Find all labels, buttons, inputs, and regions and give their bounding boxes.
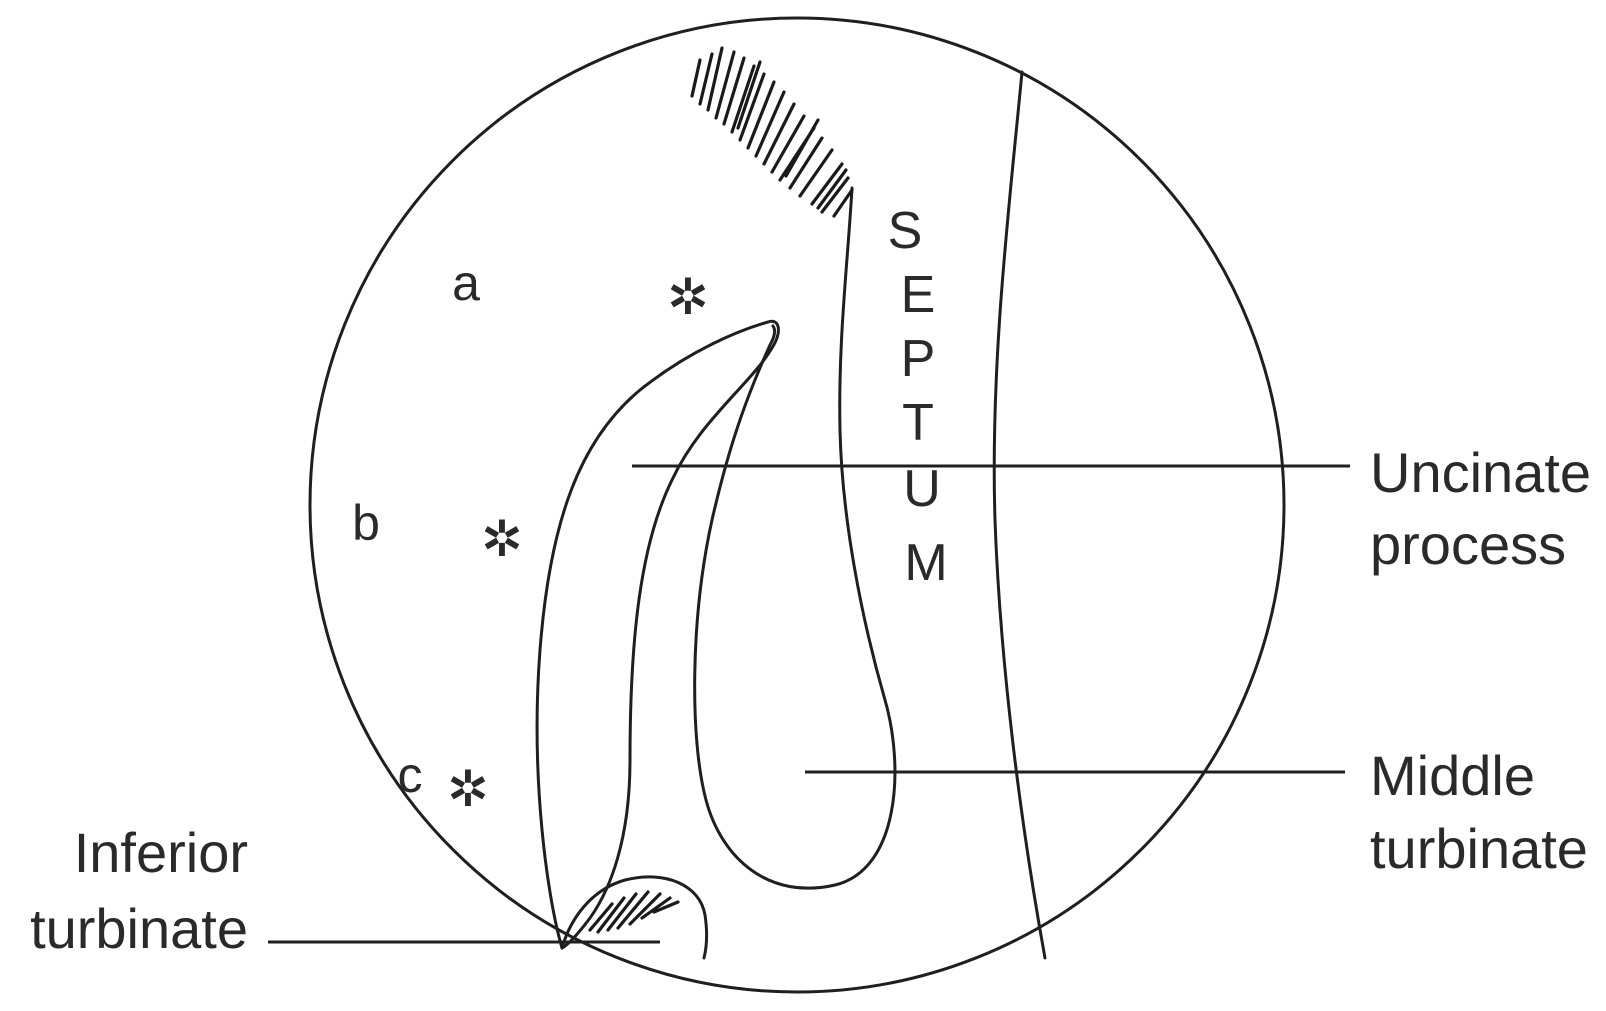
septum-label: S E P T U M [888,202,948,592]
septum-letter-1: S [888,202,923,260]
septum-top-hatching [692,48,852,216]
uncinate-label-line2: process [1370,513,1566,576]
septum-edge-line [994,72,1045,958]
middle-turbinate-outline [695,188,895,888]
middle-turbinate-label-line2: turbinate [1370,817,1588,880]
endoscope-field-circle [310,18,1284,992]
asterisk-marker-c: ✲ [447,761,489,817]
inferior-turbinate-label-line1: Inferior [74,821,248,884]
septum-letter-4: T [902,394,934,452]
uncinate-label-line1: Uncinate [1370,441,1591,504]
region-a-label: a [452,255,480,311]
middle-turbinate-label-line1: Middle [1370,744,1535,807]
inferior-turbinate-label-line2: turbinate [30,897,248,960]
septum-letter-5: U [903,460,941,518]
asterisk-marker-a: ✲ [667,269,709,325]
region-c-label: c [398,747,423,803]
asterisk-marker-b: ✲ [481,511,523,567]
region-b-label: b [352,495,380,551]
septum-letter-2: E [901,266,936,324]
septum-letter-6: M [904,534,947,592]
septum-letter-3: P [901,330,936,388]
inferior-turbinate-outline [562,877,707,958]
